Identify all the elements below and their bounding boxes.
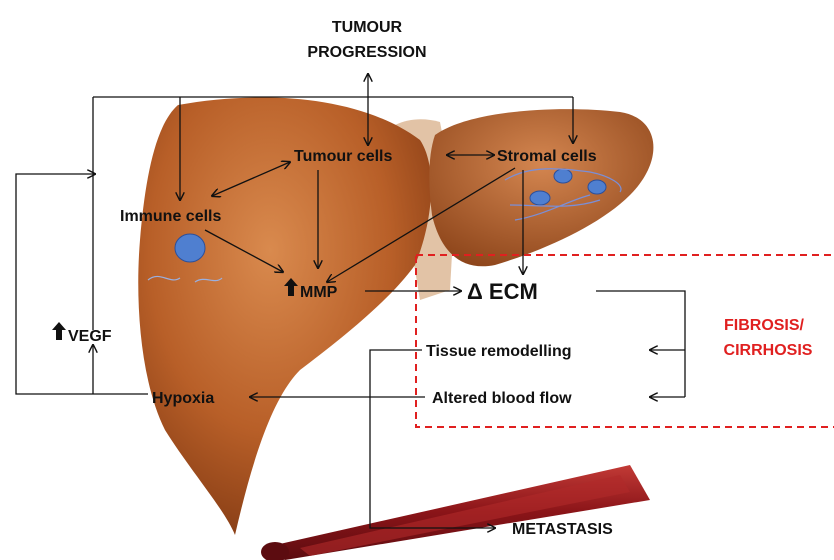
label-fibrosis-line1: FIBROSIS/ [724,317,805,334]
label-metastasis: METASTASIS [512,521,613,538]
label-delta-ecm: Δ ECM [467,279,538,304]
label-vegf: VEGF [68,328,112,345]
liver-left-lobe [429,109,653,266]
label-tissue-remodelling: Tissue remodelling [426,343,572,360]
label-tumour-progression-line1: TUMOUR [332,19,403,36]
up-arrow-vegf-icon [52,322,66,340]
label-fibrosis-line2: CIRRHOSIS [724,342,813,359]
label-altered-blood-flow: Altered blood flow [432,390,572,407]
immune-cell-blob [175,234,205,262]
label-tumour-cells: Tumour cells [294,148,392,165]
label-hypoxia: Hypoxia [152,390,214,407]
label-mmp: MMP [300,284,338,301]
label-tumour-progression-line2: PROGRESSION [307,44,426,61]
arrow-hypoxia-loop [16,174,148,394]
label-stromal-cells: Stromal cells [497,148,597,165]
blood-vessel-illustration [261,465,650,560]
arrow-ecm-to-outcomes [596,291,685,397]
label-immune-cells: Immune cells [120,208,221,225]
